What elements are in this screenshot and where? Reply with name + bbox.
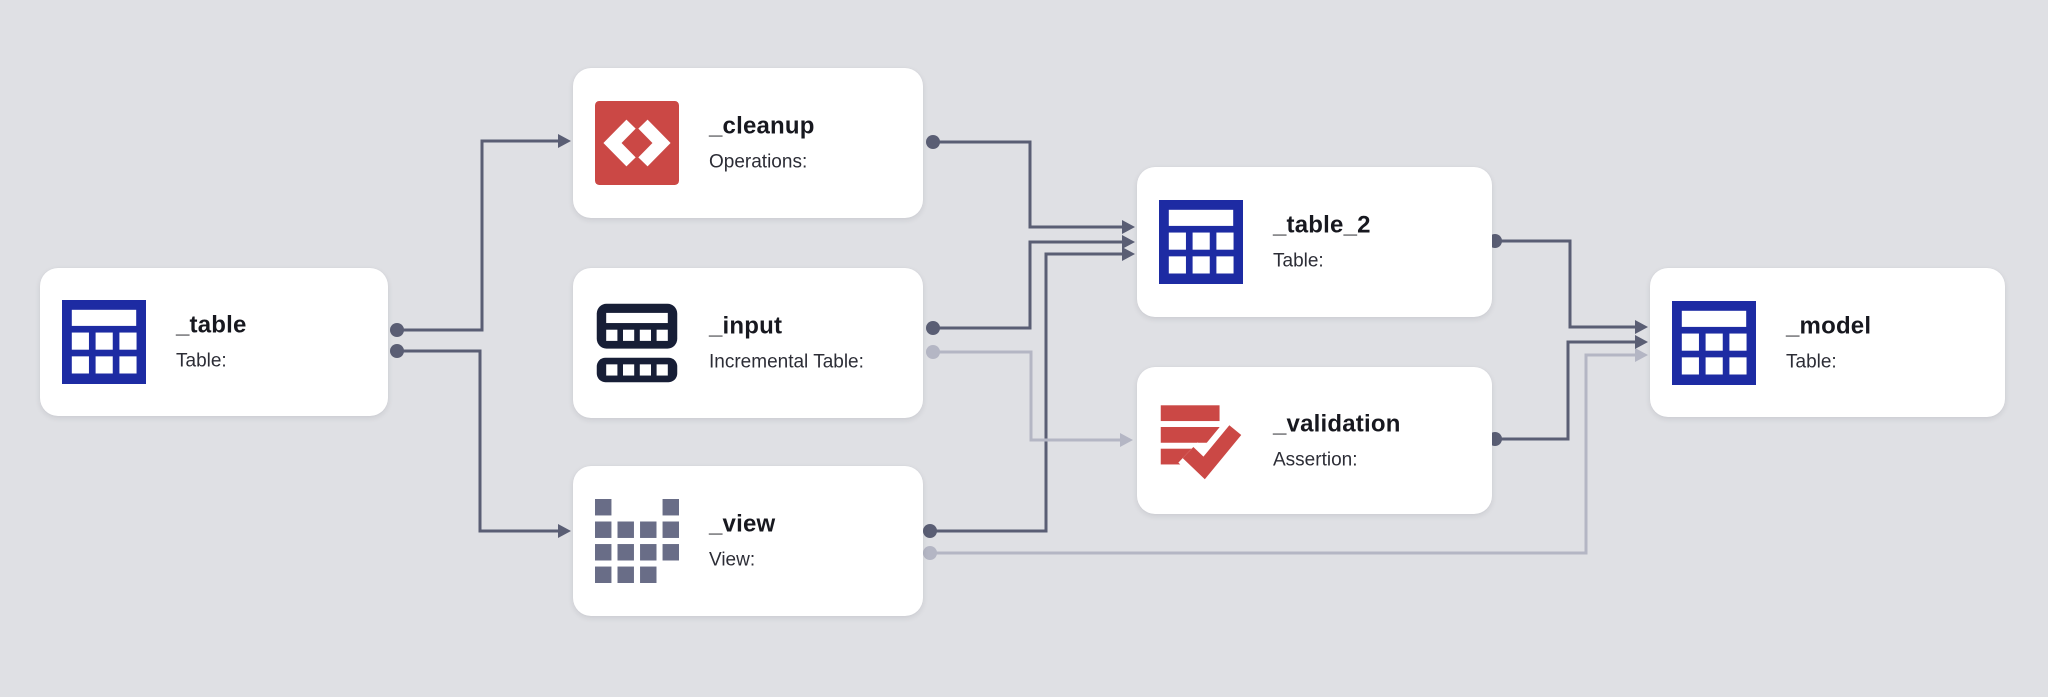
incremental-table-icon [595,301,679,385]
node-subtitle: Table: [176,350,227,372]
arrowhead-icon [1120,433,1133,447]
table-icon [62,300,146,384]
edge-_input-to-_table_2 [926,235,1135,335]
node-title: _view [709,510,776,538]
arrowhead-icon [1122,235,1135,249]
output-port [923,546,937,560]
arrowhead-icon [558,524,571,538]
edge-_input-to-_validation [926,345,1133,447]
arrowhead-icon [1122,247,1135,261]
edge-_cleanup-to-_table_2 [926,135,1135,234]
node-subtitle: Incremental Table: [709,351,864,373]
node-subtitle: Table: [1786,351,1837,372]
node-title: _validation [1273,410,1401,437]
arrowhead-icon [1635,320,1648,334]
output-port [390,344,404,358]
node-title: _input [709,312,783,340]
node-subtitle: Operations: [709,151,808,173]
operations-icon [595,101,679,185]
arrowhead-icon [1122,220,1135,234]
output-port [923,524,937,538]
table-icon [1159,200,1243,284]
node-subtitle: Assertion: [1273,449,1358,470]
arrowhead-icon [1635,335,1648,349]
node-title: _model [1786,312,1872,339]
edge-_view-to-_table_2 [923,247,1135,538]
arrowhead-icon [1635,348,1648,362]
edge-_view-to-_model [923,348,1648,560]
node-title: _table [176,311,247,339]
assertion-icon [1159,399,1243,483]
output-port [390,323,404,337]
node-title: _cleanup [709,112,815,140]
table-icon [1672,300,1756,385]
edge-_validation-to-_model [1488,335,1648,446]
output-port [926,321,940,335]
edge-_table-to-_cleanup [390,134,571,337]
arrowhead-icon [558,134,571,148]
output-port [926,345,940,359]
node-subtitle: Table: [1273,250,1324,272]
view-icon [595,499,679,583]
edge-_table-to-_view [390,344,571,538]
node-title: _table_2 [1273,211,1371,239]
node-subtitle: View: [709,549,756,571]
output-port [926,135,940,149]
edge-_table_2-to-_model [1488,234,1648,334]
